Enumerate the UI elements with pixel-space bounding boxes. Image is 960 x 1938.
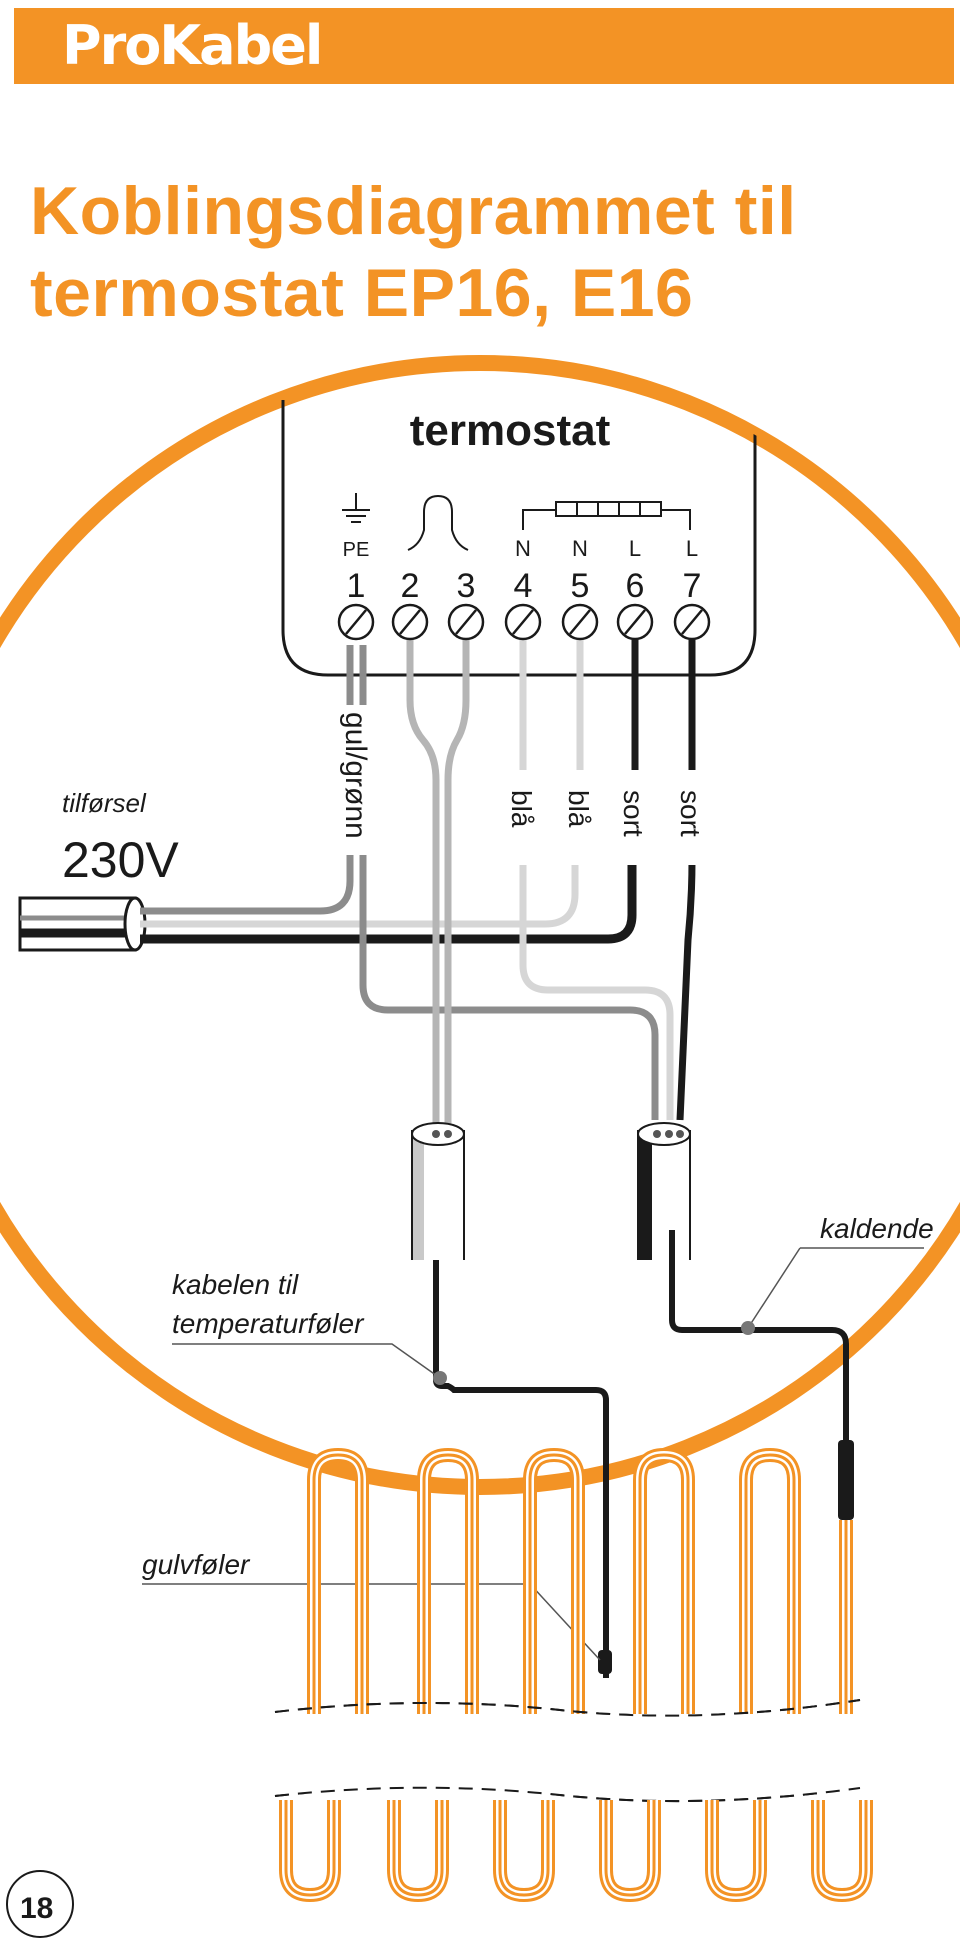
cable-joint — [838, 1440, 854, 1520]
sensor-cable-label-2: temperaturføler — [172, 1308, 365, 1339]
sensor-wire-2 — [406, 640, 440, 1135]
kaldende-marker — [741, 1321, 755, 1335]
sensor-icon — [407, 494, 469, 551]
supply-cable-jacket — [18, 896, 137, 952]
heating-cable-loops-upper-inner — [310, 1450, 850, 1740]
kaldende-label: kaldende — [820, 1213, 934, 1244]
wire-label-bla-5: blå — [563, 790, 594, 828]
floor-sensor-probe — [598, 1650, 612, 1674]
sensor-cable-label-1: kabelen til — [172, 1269, 299, 1300]
title-line-1: Koblingsdiagrammet til — [30, 173, 797, 249]
terminal-letter-6: L — [629, 536, 641, 561]
terminal-3-screw — [447, 603, 485, 641]
terminal-5-screw — [561, 603, 599, 641]
gulvfoler-label: gulvføler — [142, 1549, 251, 1580]
header-banner: ProKabel — [14, 8, 954, 84]
terminal-letter-7: L — [686, 536, 698, 561]
supply-wire-bla — [140, 855, 579, 928]
zoom-circle — [0, 355, 960, 1495]
wire-label-bla-4: blå — [506, 790, 537, 828]
terminal-number-5: 5 — [571, 567, 590, 605]
brand-logo: ProKabel — [62, 14, 323, 77]
supply-wire-sort — [140, 855, 637, 944]
terminal-number-1: 1 — [347, 567, 366, 605]
heating-cable-end — [637, 1122, 691, 1146]
terminal-screws — [337, 603, 711, 641]
heating-wire-sort — [676, 640, 696, 1121]
terminal-7-screw — [673, 603, 711, 641]
heating-element-icon — [522, 501, 691, 530]
terminal-2-screw — [391, 603, 429, 641]
sensor-cable-marker — [433, 1371, 447, 1385]
heating-wire-bla — [519, 640, 674, 1120]
thermostat-box — [281, 400, 757, 677]
thermostat-label: termostat — [410, 406, 611, 455]
cold-lead — [669, 1230, 849, 1450]
page-number: 18 — [20, 1892, 54, 1925]
supply-wire-gulgronn — [140, 855, 354, 915]
terminal-4-screw — [504, 603, 542, 641]
wire-label-gulgronn: gul/grønn — [339, 712, 372, 839]
pe-label: PE — [343, 539, 370, 561]
sensor-wire-3 — [444, 640, 470, 1135]
heating-cable-core-upper — [312, 1453, 848, 1740]
terminal-number-7: 7 — [683, 567, 702, 605]
wire-label-sort-6: sort — [618, 790, 649, 837]
supply-label: tilførsel — [62, 788, 147, 818]
wire-label-sort-7: sort — [675, 790, 706, 837]
terminal-number-4: 4 — [514, 567, 533, 605]
terminal-6-screw — [616, 603, 654, 641]
heating-cable-loops-lower — [279, 1800, 873, 1903]
page-title: Koblingsdiagrammet til termostat EP16, E… — [30, 170, 797, 334]
terminal-1-screw — [337, 603, 375, 641]
terminal-number-3: 3 — [457, 567, 476, 605]
supply-voltage: 230V — [62, 832, 179, 888]
terminal-letter-5: N — [572, 536, 588, 561]
heating-wire-gulgronn — [359, 855, 659, 1120]
ground-icon — [342, 493, 370, 523]
terminal-number-2: 2 — [401, 567, 420, 605]
sensor-lead — [433, 1260, 609, 1678]
terminal-number-6: 6 — [626, 567, 645, 605]
title-line-2: termostat EP16, E16 — [30, 255, 694, 331]
terminal-letter-4: N — [515, 536, 531, 561]
